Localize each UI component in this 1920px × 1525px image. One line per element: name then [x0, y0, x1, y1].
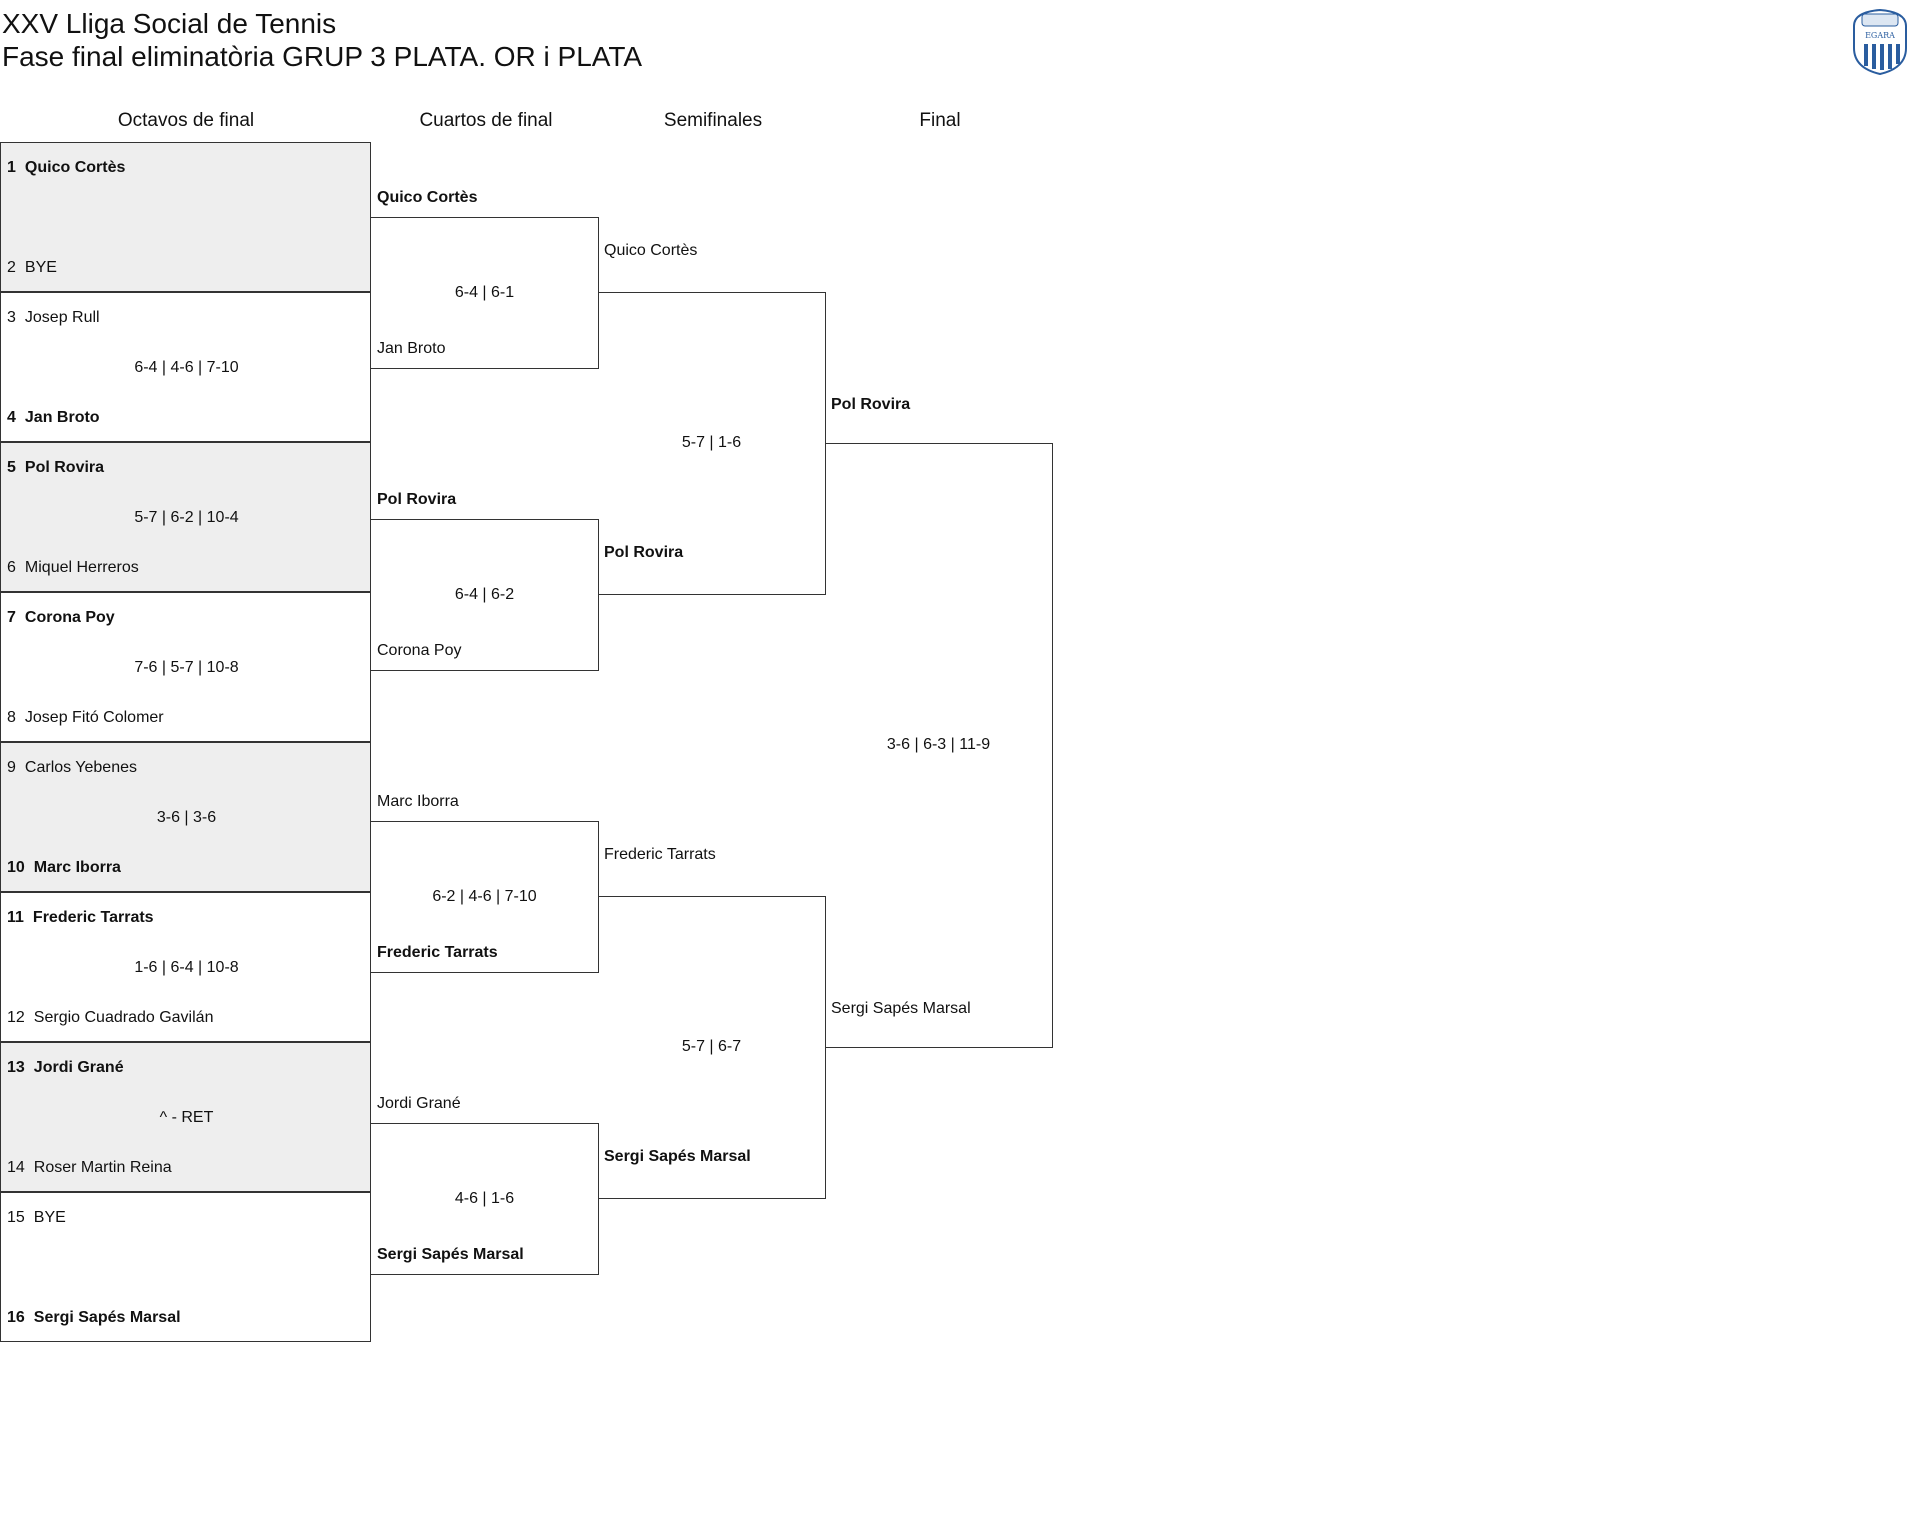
page-title: XXV Lliga Social de Tennis — [2, 8, 337, 39]
player-seed: 2 — [7, 259, 16, 276]
player-name-cuartos[interactable]: Pol Rovira — [377, 491, 457, 508]
player-name: Miquel Herreros — [24, 559, 139, 576]
match-box-octavos: 9 Carlos Yebenes 3-6 | 3-6 10 Marc Iborra — [0, 742, 371, 892]
player-entry[interactable]: 13 Jordi Grané — [7, 1058, 124, 1078]
player-name: Sergio Cuadrado Gavilán — [33, 1009, 214, 1026]
player-seed: 15 — [7, 1209, 25, 1226]
player-name: Roser Martin Reina — [33, 1159, 172, 1176]
match-score: ^ - RET — [159, 1109, 214, 1126]
bracket-connector — [371, 821, 599, 973]
player-name-cuartos[interactable]: Quico Cortès — [377, 189, 478, 206]
player-name: Josep Fitó Colomer — [24, 709, 164, 726]
round-header-semis: Semifinales — [663, 110, 763, 131]
player-name-semis[interactable]: Quico Cortès — [604, 242, 698, 259]
match-score: 3-6 | 3-6 — [156, 809, 217, 826]
logo-text: EGARA — [1865, 31, 1895, 40]
player-entry[interactable]: 16 Sergi Sapés Marsal — [7, 1308, 181, 1328]
player-seed: 8 — [7, 709, 16, 726]
match-score-final: 3-6 | 6-3 | 11-9 — [886, 736, 991, 753]
player-name-cuartos[interactable]: Marc Iborra — [377, 793, 459, 810]
player-name: Carlos Yebenes — [24, 759, 137, 776]
match-box-octavos: 15 BYE 16 Sergi Sapés Marsal — [0, 1192, 371, 1342]
player-seed: 10 — [7, 859, 25, 876]
bracket-connector — [371, 1123, 599, 1275]
player-entry[interactable]: 12 Sergio Cuadrado Gavilán — [7, 1008, 213, 1028]
player-name-cuartos[interactable]: Frederic Tarrats — [377, 944, 498, 961]
player-name-cuartos[interactable]: Jan Broto — [377, 340, 446, 357]
player-name: Quico Cortès — [24, 159, 126, 176]
match-score: 7-6 | 5-7 | 10-8 — [134, 659, 239, 676]
match-score: 5-7 | 6-2 | 10-4 — [134, 509, 239, 526]
player-seed: 7 — [7, 609, 16, 626]
match-score: 1-6 | 6-4 | 10-8 — [134, 959, 239, 976]
player-entry[interactable]: 8 Josep Fitó Colomer — [7, 708, 164, 728]
player-entry[interactable]: 10 Marc Iborra — [7, 858, 121, 878]
player-seed: 4 — [7, 409, 16, 426]
bracket-connector — [371, 519, 599, 671]
player-name: Josep Rull — [24, 309, 100, 326]
page-subtitle: Fase final eliminatòria GRUP 3 PLATA. OR… — [2, 41, 643, 72]
player-name-semis[interactable]: Frederic Tarrats — [604, 846, 716, 863]
player-name-final[interactable]: Sergi Sapés Marsal — [831, 1000, 971, 1017]
player-entry[interactable]: 4 Jan Broto — [7, 408, 100, 428]
player-name: Frederic Tarrats — [32, 909, 154, 926]
match-box-octavos: 3 Josep Rull 6-4 | 4-6 | 7-10 4 Jan Broto — [0, 292, 371, 442]
player-name-cuartos[interactable]: Corona Poy — [377, 642, 462, 659]
player-name: Marc Iborra — [33, 859, 121, 876]
bracket-connector — [371, 217, 599, 369]
bracket-connector — [825, 443, 1053, 1048]
club-logo: EGARA — [1853, 8, 1907, 76]
player-entry[interactable]: 11 Frederic Tarrats — [7, 908, 154, 928]
player-entry[interactable]: 5 Pol Rovira — [7, 458, 104, 478]
player-seed: 1 — [7, 159, 16, 176]
player-seed: 5 — [7, 459, 16, 476]
match-score-cuartos: 6-4 | 6-2 — [454, 585, 515, 603]
player-entry[interactable]: 14 Roser Martin Reina — [7, 1158, 172, 1178]
match-score-cuartos: 6-4 | 6-1 — [454, 283, 515, 301]
player-seed: 9 — [7, 759, 16, 776]
match-score-semis: 5-7 | 1-6 — [681, 434, 742, 451]
player-name-final[interactable]: Pol Rovira — [831, 396, 911, 413]
player-entry[interactable]: 1 Quico Cortès — [7, 158, 125, 178]
player-entry[interactable]: 9 Carlos Yebenes — [7, 758, 137, 778]
player-entry[interactable]: 7 Corona Poy — [7, 608, 115, 628]
player-entry[interactable]: 2 BYE — [7, 258, 57, 278]
player-name-semis[interactable]: Sergi Sapés Marsal — [604, 1148, 751, 1165]
player-seed: 3 — [7, 309, 16, 326]
match-score-semis: 5-7 | 6-7 — [681, 1038, 742, 1055]
player-name: Jan Broto — [24, 409, 100, 426]
player-name-cuartos[interactable]: Jordi Grané — [377, 1095, 461, 1112]
player-name: BYE — [24, 259, 57, 276]
player-seed: 14 — [7, 1159, 25, 1176]
player-seed: 13 — [7, 1059, 25, 1076]
match-score-cuartos: 4-6 | 1-6 — [454, 1189, 515, 1207]
player-name: Sergi Sapés Marsal — [33, 1309, 181, 1326]
player-seed: 11 — [7, 909, 24, 926]
player-entry[interactable]: 6 Miquel Herreros — [7, 558, 139, 578]
player-name: Corona Poy — [24, 609, 115, 626]
match-box-octavos: 1 Quico Cortès 2 BYE — [0, 142, 371, 292]
player-seed: 16 — [7, 1309, 25, 1326]
player-entry[interactable]: 3 Josep Rull — [7, 308, 100, 328]
player-name-semis[interactable]: Pol Rovira — [604, 544, 684, 561]
round-header-cuartos: Cuartos de final — [419, 110, 553, 131]
match-box-octavos: 5 Pol Rovira 5-7 | 6-2 | 10-4 6 Miquel Herre… — [0, 442, 371, 592]
player-name-cuartos[interactable]: Sergi Sapés Marsal — [377, 1246, 524, 1263]
match-score: 6-4 | 4-6 | 7-10 — [134, 359, 239, 376]
match-box-octavos: 7 Corona Poy 7-6 | 5-7 | 10-8 8 Josep Fitó C… — [0, 592, 371, 742]
player-seed: 12 — [7, 1009, 25, 1026]
match-box-octavos: 13 Jordi Grané ^ - RET 14 Roser Martin Reina — [0, 1042, 371, 1192]
round-header-octavos: Octavos de final — [117, 110, 255, 131]
player-entry[interactable]: 15 BYE — [7, 1208, 66, 1228]
round-header-final: Final — [919, 110, 961, 131]
player-name: Jordi Grané — [33, 1059, 124, 1076]
player-seed: 6 — [7, 559, 16, 576]
player-name: BYE — [33, 1209, 66, 1226]
match-score-cuartos: 6-2 | 4-6 | 7-10 — [432, 887, 537, 905]
player-name: Pol Rovira — [24, 459, 105, 476]
match-box-octavos: 11 Frederic Tarrats 1-6 | 6-4 | 10-8 12 Serg… — [0, 892, 371, 1042]
